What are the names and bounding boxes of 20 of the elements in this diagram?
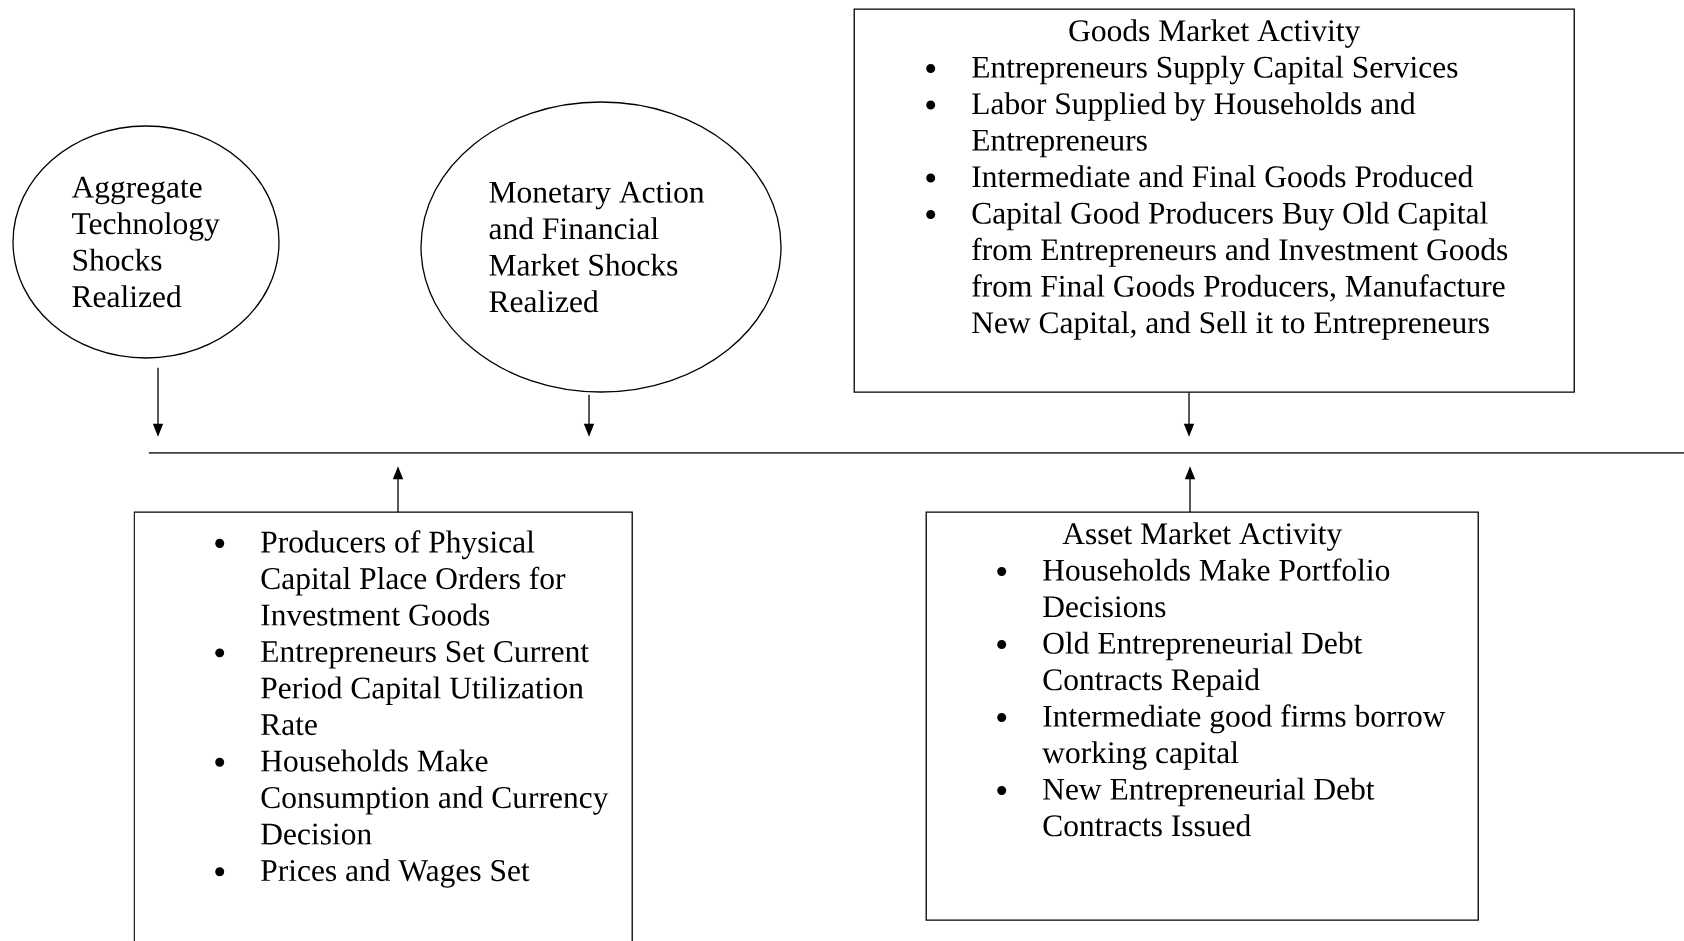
- bullet-item: New Entrepreneurial Debt Contracts Issued: [1043, 777, 1375, 837]
- bullet-item: Producers of Physical Capital Place Orders for Investment Goods: [261, 530, 566, 626]
- oval: Monetary Action and Financial Market Shocks Realized: [420, 101, 782, 393]
- bullet-item: Entrepreneurs Supply Capital Services: [972, 55, 1458, 85]
- bullet-item: Households Make Consumption and Currency Decision: [261, 749, 609, 845]
- bullet-item: Labor Supplied by Households and Entrepreneurs: [972, 92, 1416, 158]
- oval: Aggregate Technology Shocks Realized: [12, 125, 280, 359]
- bullet-item: Old Entrepreneurial Debt Contracts Repaid: [1043, 631, 1363, 697]
- heading: Asset Market Activity: [1062, 522, 1343, 551]
- heading: Goods Market Activity: [1069, 19, 1361, 48]
- bullet-item: Prices and Wages Set: [261, 859, 530, 888]
- text-box: [925, 511, 1479, 921]
- bullet-item: Intermediate and Final Goods Produced: [972, 165, 1473, 188]
- bullet-item: Households Make Portfolio Decisions: [1043, 558, 1390, 618]
- text-box: [853, 8, 1575, 393]
- bullet-item: Entrepreneurs Set Current Period Capital Utilization Rate: [261, 641, 589, 736]
- bullet-item: Capital Good Producers Buy Old Capital from Entrepreneurs and Investment Goods from Final Goods Producers, Manufacture New Capital, and Sell it to Entrepreneurs: [972, 201, 1508, 340]
- text-box: [133, 511, 633, 941]
- bullet-item: Intermediate good firms borrow working capital: [1042, 704, 1446, 770]
- timeline: [148, 452, 1684, 454]
